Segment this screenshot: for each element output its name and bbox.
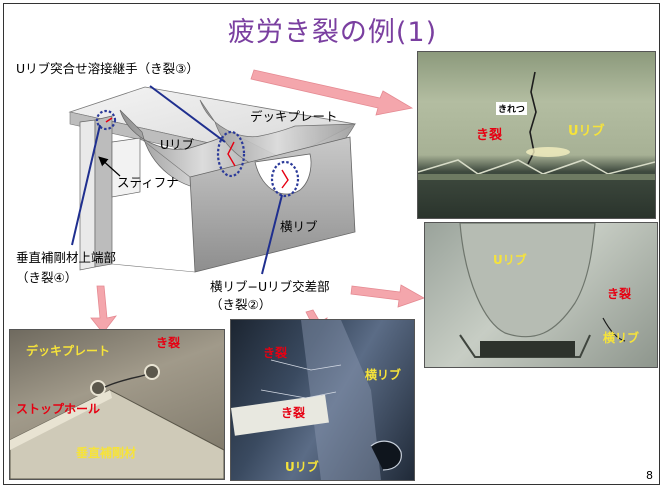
photo3-label-stop-hole: ストップホール — [16, 402, 101, 416]
photo1-tag-crack-jp: きれつ — [496, 102, 527, 115]
label-intersection-2: （き裂②） — [210, 297, 272, 312]
photo1-label-urib: Uリブ — [568, 124, 605, 139]
photo4-label-crack-lower: き裂 — [281, 406, 306, 420]
callout-circle-butt-weld — [95, 109, 117, 131]
label-urib-butt-weld: Uリブ突合せ溶接継手（き裂③） — [16, 61, 199, 76]
photo-urib-butt-weld: きれつ き裂 Uリブ — [417, 51, 656, 219]
photo2-label-cross-rib: 横リブ — [603, 331, 640, 345]
label-intersection-1: 横リブ−Uリブ交差部 — [210, 279, 330, 294]
photo4-label-cross-rib: 横リブ — [365, 368, 402, 382]
label-cross-rib: 横リブ — [280, 219, 318, 234]
label-vertical-stiffener-1: 垂直補剛材上端部 — [16, 250, 117, 265]
callout-circle-intersection — [270, 160, 300, 198]
label-vertical-stiffener-2: （き裂④） — [16, 270, 78, 285]
photo4-label-urib: Uリブ — [285, 460, 319, 474]
photo-vertical-stiffener: デッキプレート き裂 ストップホール 垂直補剛材 — [9, 329, 225, 480]
slide-frame — [3, 3, 660, 485]
callout-circle-urib-weld — [216, 130, 246, 178]
photo3-label-deck-plate: デッキプレート — [26, 344, 111, 358]
photo2-label-urib: Uリブ — [493, 253, 527, 267]
photo-cross-rib-intersection: Uリブ き裂 横リブ — [424, 222, 658, 368]
photo-cross-rib-urib-crack: き裂 き裂 横リブ Uリブ — [230, 319, 415, 481]
photo1-label-crack: き裂 — [476, 128, 503, 143]
label-deck-plate: デッキプレート — [250, 109, 338, 124]
photo3-label-vertical-stiffener: 垂直補剛材 — [76, 446, 137, 460]
label-urib: Uリブ — [160, 137, 195, 152]
photo4-label-crack-upper: き裂 — [263, 346, 288, 360]
label-stiffener: スティフナ — [117, 175, 179, 190]
slide-title: 疲労き裂の例(1) — [227, 17, 438, 48]
page-number: 8 — [646, 469, 653, 482]
photo3-label-crack: き裂 — [156, 336, 181, 350]
photo2-label-crack: き裂 — [607, 287, 632, 301]
